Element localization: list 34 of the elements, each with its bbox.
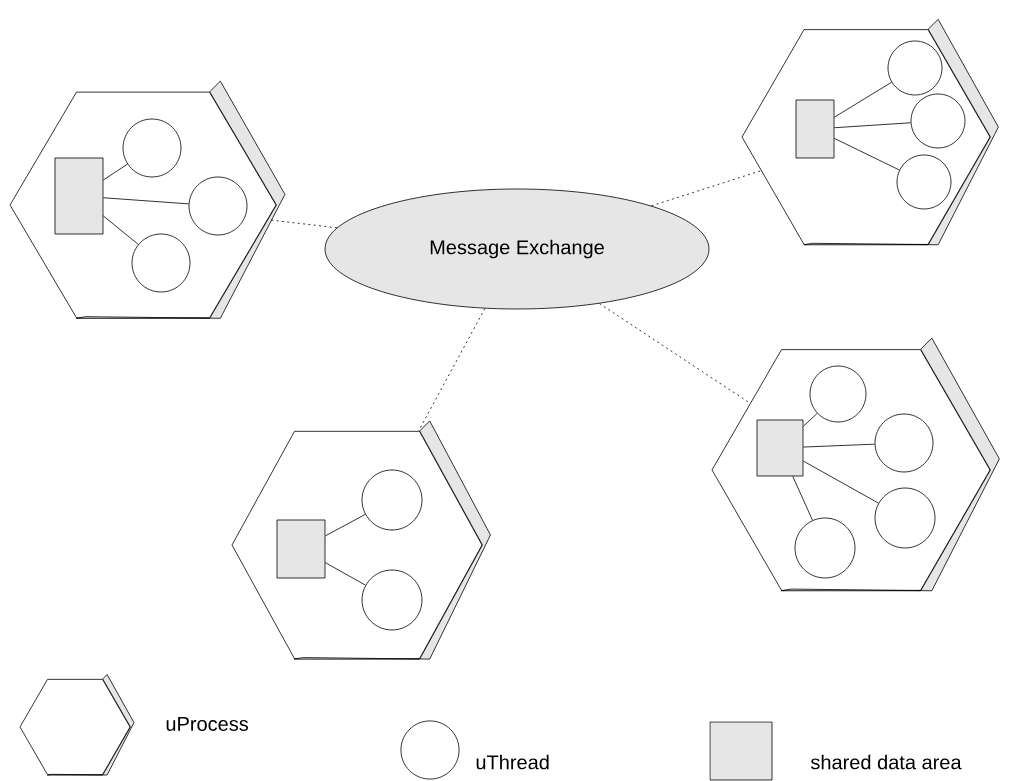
dotted-connector (651, 170, 762, 207)
thread-circle (361, 569, 423, 631)
connector-line (103, 163, 128, 181)
connector-line (803, 460, 879, 504)
thread-circle (809, 365, 867, 423)
data-area-box (795, 99, 835, 159)
connector-line (803, 443, 876, 448)
connector-line (792, 476, 813, 521)
data-area-box (276, 519, 326, 579)
connector-line (325, 562, 366, 586)
thread-circle (874, 487, 936, 549)
connector-line (103, 197, 190, 205)
thread-circle (361, 469, 423, 531)
data-area-box (54, 157, 104, 235)
thread-circle (188, 176, 248, 236)
connector-line (834, 138, 900, 171)
thread-circle (887, 40, 943, 96)
thread-circle (874, 413, 934, 473)
legend-label: shared data area (810, 754, 962, 770)
thread-circle (131, 233, 191, 293)
connector-line (325, 514, 366, 537)
connector-line (803, 412, 818, 427)
connector-line (834, 81, 892, 118)
thread-circle (910, 93, 966, 149)
dotted-connector (599, 303, 751, 404)
data-area-box (756, 419, 804, 477)
legend-label: uProcess (166, 717, 249, 731)
dotted-connector (418, 308, 486, 432)
thread-circle (122, 118, 182, 178)
thread-circle (794, 517, 856, 579)
connector-line (834, 122, 912, 129)
thread-circle (896, 154, 952, 210)
connector-line (103, 215, 139, 245)
legend-label: uThread (476, 754, 549, 770)
